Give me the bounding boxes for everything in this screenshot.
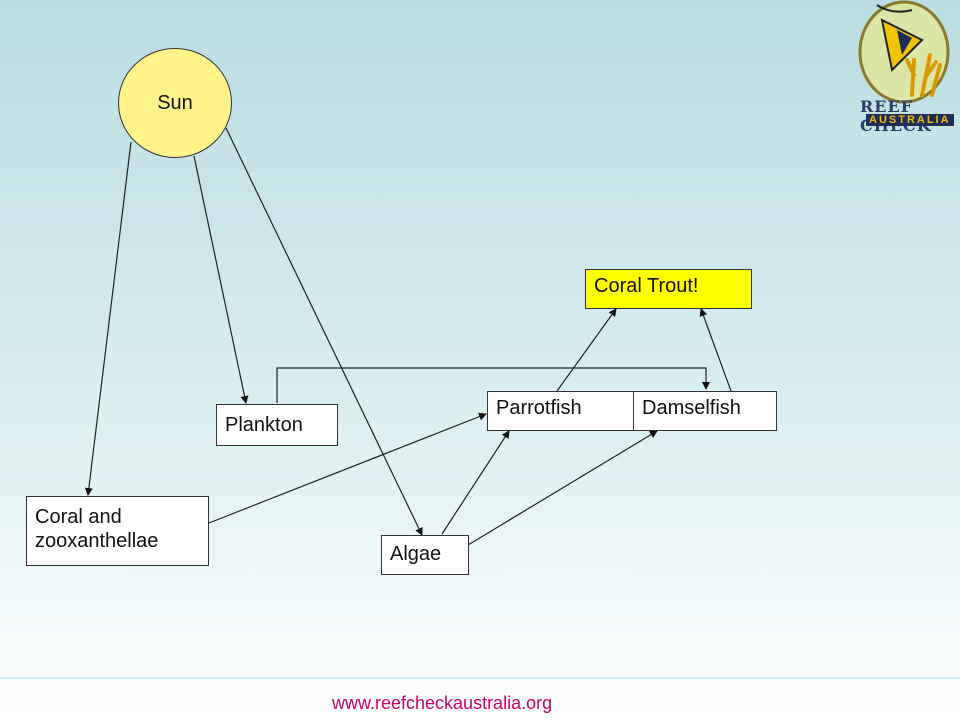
- damselfish-node: Damselfish: [633, 391, 777, 431]
- plankton-node: Plankton: [216, 404, 338, 446]
- coral-trout-node: Coral Trout!: [585, 269, 752, 309]
- parrotfish-label: Parrotfish: [496, 397, 582, 419]
- arrow-coral-to-parrotfish: [208, 412, 487, 524]
- arrow-damselfish-to-trout: [699, 308, 732, 392]
- arrow-sun-to-plankton: [193, 155, 249, 404]
- fish-coral-logo-icon: [858, 0, 950, 104]
- arrow-parrotfish-to-trout: [556, 308, 617, 392]
- plankton-label: Plankton: [225, 414, 303, 436]
- coral-zooxanthellae-node: Coral and zooxanthellae: [26, 496, 209, 566]
- logo-subtitle: AUSTRALIA: [866, 114, 954, 126]
- footer-url[interactable]: www.reefcheckaustralia.org: [332, 693, 553, 713]
- damselfish-label: Damselfish: [642, 397, 741, 419]
- coral-label-line1: Coral and: [35, 506, 122, 528]
- arrow-sun-to-coral: [84, 141, 132, 496]
- coral-trout-label: Coral Trout!: [594, 275, 699, 297]
- sun-node: Sun: [118, 48, 232, 158]
- arrow-plankton-to-damselfish: [276, 367, 710, 403]
- arrow-sun-to-algae: [225, 127, 423, 536]
- algae-node: Algae: [381, 535, 469, 575]
- algae-label: Algae: [390, 543, 442, 565]
- arrow-algae-to-parrotfish: [441, 430, 510, 535]
- parrotfish-node: Parrotfish: [487, 391, 634, 431]
- sun-label: Sun: [157, 91, 193, 114]
- footer-divider: [0, 677, 960, 679]
- coral-label-line2: zooxanthellae: [35, 530, 159, 552]
- arrow-algae-to-damselfish: [467, 430, 658, 546]
